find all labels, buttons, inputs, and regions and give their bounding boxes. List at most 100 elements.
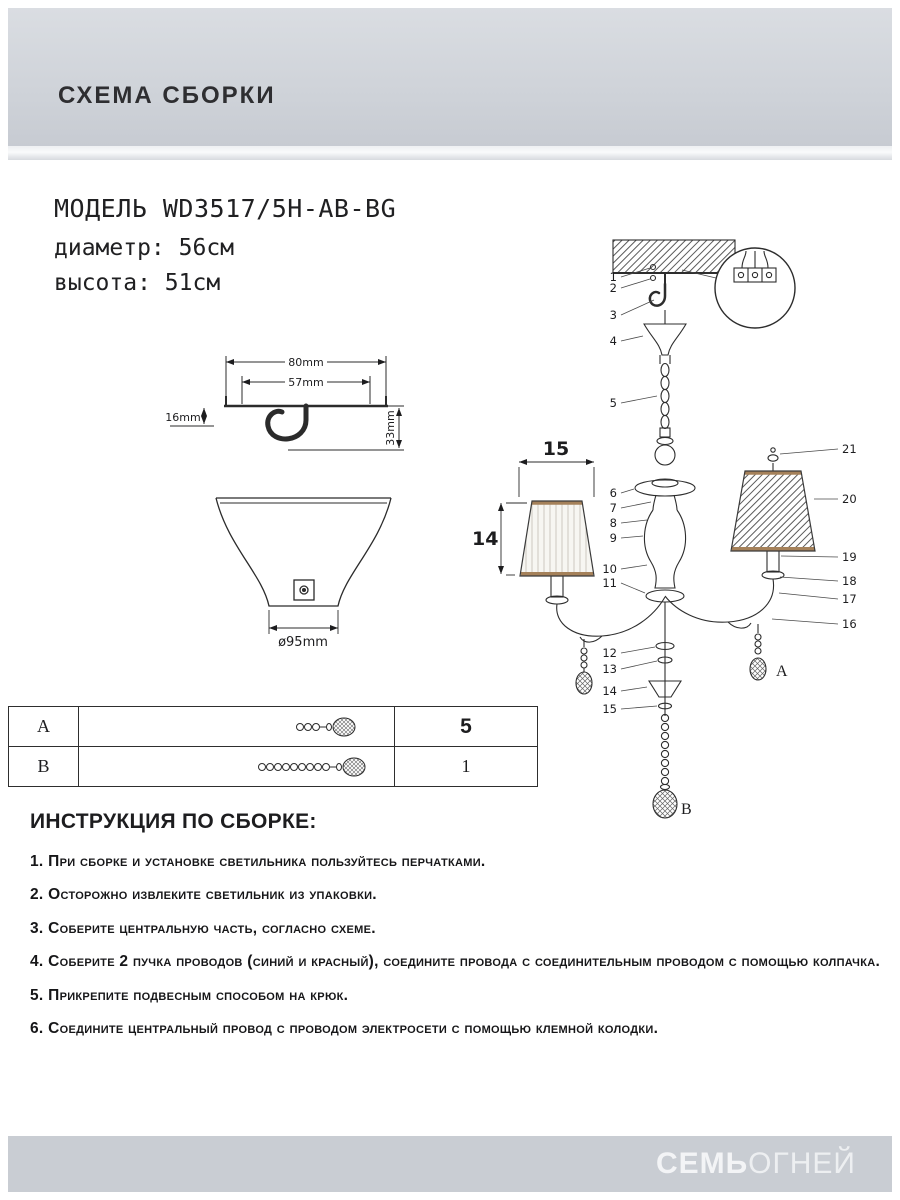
part-number: 7 — [610, 501, 617, 515]
instructions-list: 1. При сборке и установке светильника по… — [30, 852, 888, 1053]
bead — [660, 776, 670, 786]
left-candle-socket — [550, 575, 564, 598]
part-number: 11 — [602, 576, 617, 590]
mounting-bracket-drawing: 80mm 57mm 16mm 33mm — [165, 356, 404, 451]
main-content: МОДЕЛЬ WD3517/5H-AB-BG диаметр: 56см выс… — [8, 160, 892, 1136]
screw-center — [301, 587, 307, 593]
instruction-item: 5. Прикрепите подвесным способом на крюк… — [30, 986, 349, 1004]
part-letter: A — [9, 707, 79, 746]
model-number: МОДЕЛЬ WD3517/5H-AB-BG — [54, 194, 397, 223]
pendant-label-a: A — [776, 663, 788, 680]
screw-icon — [649, 274, 657, 282]
bead — [660, 749, 670, 759]
canopy-cone — [643, 323, 687, 356]
shade-outline — [730, 470, 816, 552]
terminal-block — [733, 267, 777, 283]
column-neck — [673, 494, 678, 511]
part-numbers-right: 21 20 19 18 17 16 — [842, 442, 857, 631]
part-number: 19 — [842, 550, 857, 564]
dimension-label: 16mm — [165, 411, 200, 424]
bead — [660, 758, 670, 768]
part-numbers-left: 1 2 3 4 5 6 7 8 9 10 11 12 13 14 15 — [602, 270, 617, 716]
dimension-arrows — [201, 359, 402, 448]
label-mask — [285, 356, 327, 368]
dimension-label: 57mm — [288, 376, 323, 389]
leader-line — [681, 269, 717, 279]
bead — [660, 731, 670, 741]
shade-width-dim: 15 — [543, 438, 569, 460]
ceiling-cup-drawing: ø95mm — [215, 497, 392, 650]
pendant-label-b: B — [681, 801, 692, 818]
part-number: 10 — [602, 562, 617, 576]
brand-bold: СЕМЬ — [655, 1147, 749, 1180]
hook-icon — [265, 403, 309, 442]
crystal-ball — [652, 789, 678, 819]
mount-hole — [293, 579, 315, 601]
shade-height-dim: 14 — [472, 528, 498, 550]
left-lampshade — [519, 500, 595, 577]
wiring-detail-circle — [681, 247, 796, 329]
stem-ring — [657, 656, 673, 664]
terminal-screw — [765, 271, 773, 279]
left-arm — [556, 596, 666, 637]
product-height: высота: 51см — [54, 270, 221, 296]
glass-sphere — [654, 444, 676, 466]
chain-link — [660, 414, 670, 430]
right-arm — [664, 578, 775, 623]
part-number: 1 — [610, 270, 617, 284]
part-number: 6 — [610, 486, 617, 500]
terminal-screw — [751, 271, 759, 279]
instruction-item: 6. Соедините центральный провод с провод… — [30, 1020, 659, 1038]
shade-finial-ball — [770, 447, 776, 453]
part-number: 4 — [610, 334, 617, 348]
bead — [660, 740, 670, 750]
instruction-item: 2. Осторожно извлеките светильник из упа… — [30, 886, 377, 904]
header-divider — [8, 146, 892, 160]
wire — [741, 250, 747, 269]
page-header: СХЕМА СБОРКИ — [8, 8, 892, 146]
crystal-pendant-right — [749, 657, 767, 681]
chain-graphic-a — [79, 707, 395, 746]
dimension-arrows — [269, 625, 338, 631]
dimension-arrows — [498, 459, 594, 574]
table-row: A 5 — [9, 707, 537, 746]
product-info: МОДЕЛЬ WD3517/5H-AB-BG диаметр: 56см выс… — [54, 194, 396, 305]
part-letter: B — [9, 747, 79, 786]
chain-link — [660, 362, 670, 378]
wire — [763, 250, 769, 269]
brand-logo: СЕМЬОГНЕЙ — [656, 1147, 856, 1181]
part-qty: 1 — [461, 756, 471, 776]
part-number: 14 — [602, 684, 617, 698]
table-row: B 1 — [9, 746, 537, 786]
glass-dish — [634, 479, 696, 497]
bead — [660, 722, 670, 732]
column-ring — [656, 436, 674, 446]
part-number: 8 — [610, 516, 617, 530]
part-number: 15 — [602, 702, 617, 716]
part-number: 21 — [842, 442, 857, 456]
part-number: 16 — [842, 617, 857, 631]
bead — [580, 661, 588, 669]
instruction-item: 3. Соберите центральную часть, согласно … — [30, 919, 376, 937]
brand-light: ОГНЕЙ — [748, 1147, 856, 1180]
shade-dimensions — [500, 461, 595, 576]
bead — [660, 713, 670, 723]
parts-table: A 5 B — [8, 706, 538, 787]
shade-outline — [519, 500, 595, 577]
chain-link — [660, 375, 670, 391]
left-arm-curl — [579, 635, 603, 643]
bead — [754, 633, 762, 641]
part-number: 5 — [610, 396, 617, 410]
ceiling-hatch — [612, 239, 736, 274]
part-number: 17 — [842, 592, 857, 606]
part-qty: 5 — [460, 714, 472, 738]
part-number: 9 — [610, 531, 617, 545]
chain-link — [660, 388, 670, 404]
stem-ring — [655, 641, 675, 651]
page-title: СХЕМА СБОРКИ — [58, 82, 276, 109]
shade-finial-ring — [767, 454, 779, 462]
glass-dish-inner — [651, 478, 679, 488]
chandelier-diagram: 15 14 1 2 3 4 5 — [472, 239, 857, 819]
screw-icon — [649, 263, 657, 271]
instruction-item: 4. Соберите 2 пучка проводов (синий и кр… — [30, 953, 881, 971]
